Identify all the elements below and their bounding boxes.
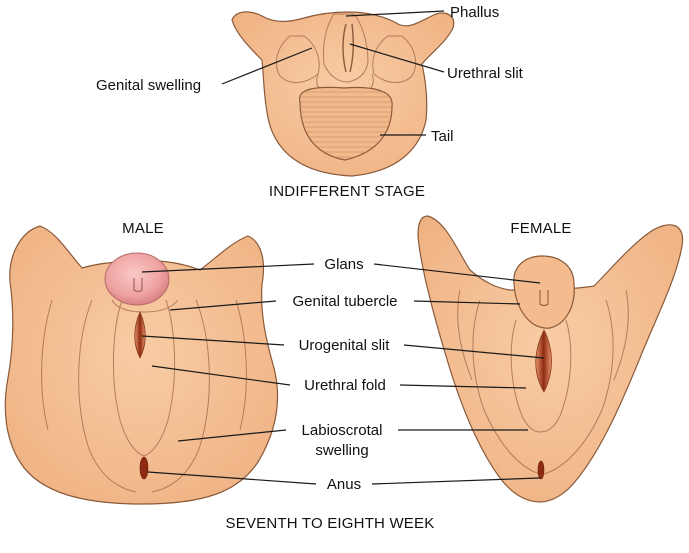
leader-genital-tubercle-female (413, 300, 521, 305)
female-labioscrotal-swelling-right (543, 299, 614, 475)
caption-indifferent-stage: INDIFFERENT STAGE (269, 183, 425, 200)
female-labioscrotal-swelling-left (472, 299, 541, 475)
heading-female: FEMALE (510, 220, 571, 237)
leader-genital-tubercle-male (169, 300, 277, 311)
label-urethral-slit: Urethral slit (447, 65, 524, 82)
indifferent-phallus (323, 13, 369, 83)
label-glans: Glans (324, 256, 363, 273)
male-urogenital-slit (134, 310, 146, 359)
male-figure (4, 225, 279, 505)
male-glans (104, 252, 170, 306)
leader-labioscrotal-swelling-male (177, 429, 287, 442)
indifferent-genital-swelling-right (372, 35, 417, 83)
male-genital-tubercle (111, 299, 179, 313)
male-outer-fold-left (41, 299, 53, 431)
leader-phallus (345, 10, 445, 17)
male-labioscrotal-swelling-left (78, 299, 137, 493)
leader-urethral-fold-male (151, 365, 291, 386)
label-labioscrotal-swelling-line1: Labioscrotal (302, 422, 383, 439)
leader-anus-female (371, 477, 541, 485)
female-urethral-fold-right (539, 319, 572, 433)
label-urogenital-slit: Urogenital slit (299, 337, 391, 354)
label-tail: Tail (431, 128, 454, 145)
female-figure (417, 215, 684, 503)
female-urethral-fold-left (510, 319, 541, 433)
leader-glans-male (141, 263, 315, 273)
heading-male: MALE (122, 220, 164, 237)
leader-urogenital-slit-male (141, 335, 285, 346)
indifferent-stage-figure (231, 11, 455, 177)
label-genital-swelling: Genital swelling (96, 77, 201, 94)
indifferent-urethral-slit (342, 23, 355, 73)
male-labioscrotal-swelling-right (151, 299, 210, 493)
leader-anus-male (147, 471, 317, 485)
label-labioscrotal-swelling-line2: swelling (315, 442, 368, 459)
female-outer-fold-left (457, 289, 473, 381)
leader-urogenital-slit-female (403, 344, 545, 359)
male-urethral-fold-right (143, 299, 176, 457)
label-phallus: Phallus (450, 4, 499, 21)
female-urogenital-slit (535, 329, 552, 393)
label-genital-tubercle: Genital tubercle (292, 293, 397, 310)
female-glans-meatus (539, 290, 549, 306)
leader-genital-swelling (221, 47, 313, 85)
female-genital-tubercle (513, 255, 575, 329)
male-outer-fold-right (235, 299, 247, 431)
caption-seventh-to-eighth-week: SEVENTH TO EIGHTH WEEK (226, 515, 435, 532)
female-anus (537, 460, 545, 480)
label-anus: Anus (327, 476, 361, 493)
male-urethral-fold-left (112, 299, 145, 457)
male-anus (139, 456, 149, 480)
indifferent-genital-swelling-left (275, 35, 320, 83)
leader-glans-female (373, 263, 541, 284)
label-urethral-fold: Urethral fold (304, 377, 386, 394)
male-glans-meatus (133, 278, 143, 293)
leader-urethral-fold-female (399, 384, 527, 389)
leader-urethral-slit (349, 43, 445, 73)
female-outer-fold-right (613, 289, 629, 381)
